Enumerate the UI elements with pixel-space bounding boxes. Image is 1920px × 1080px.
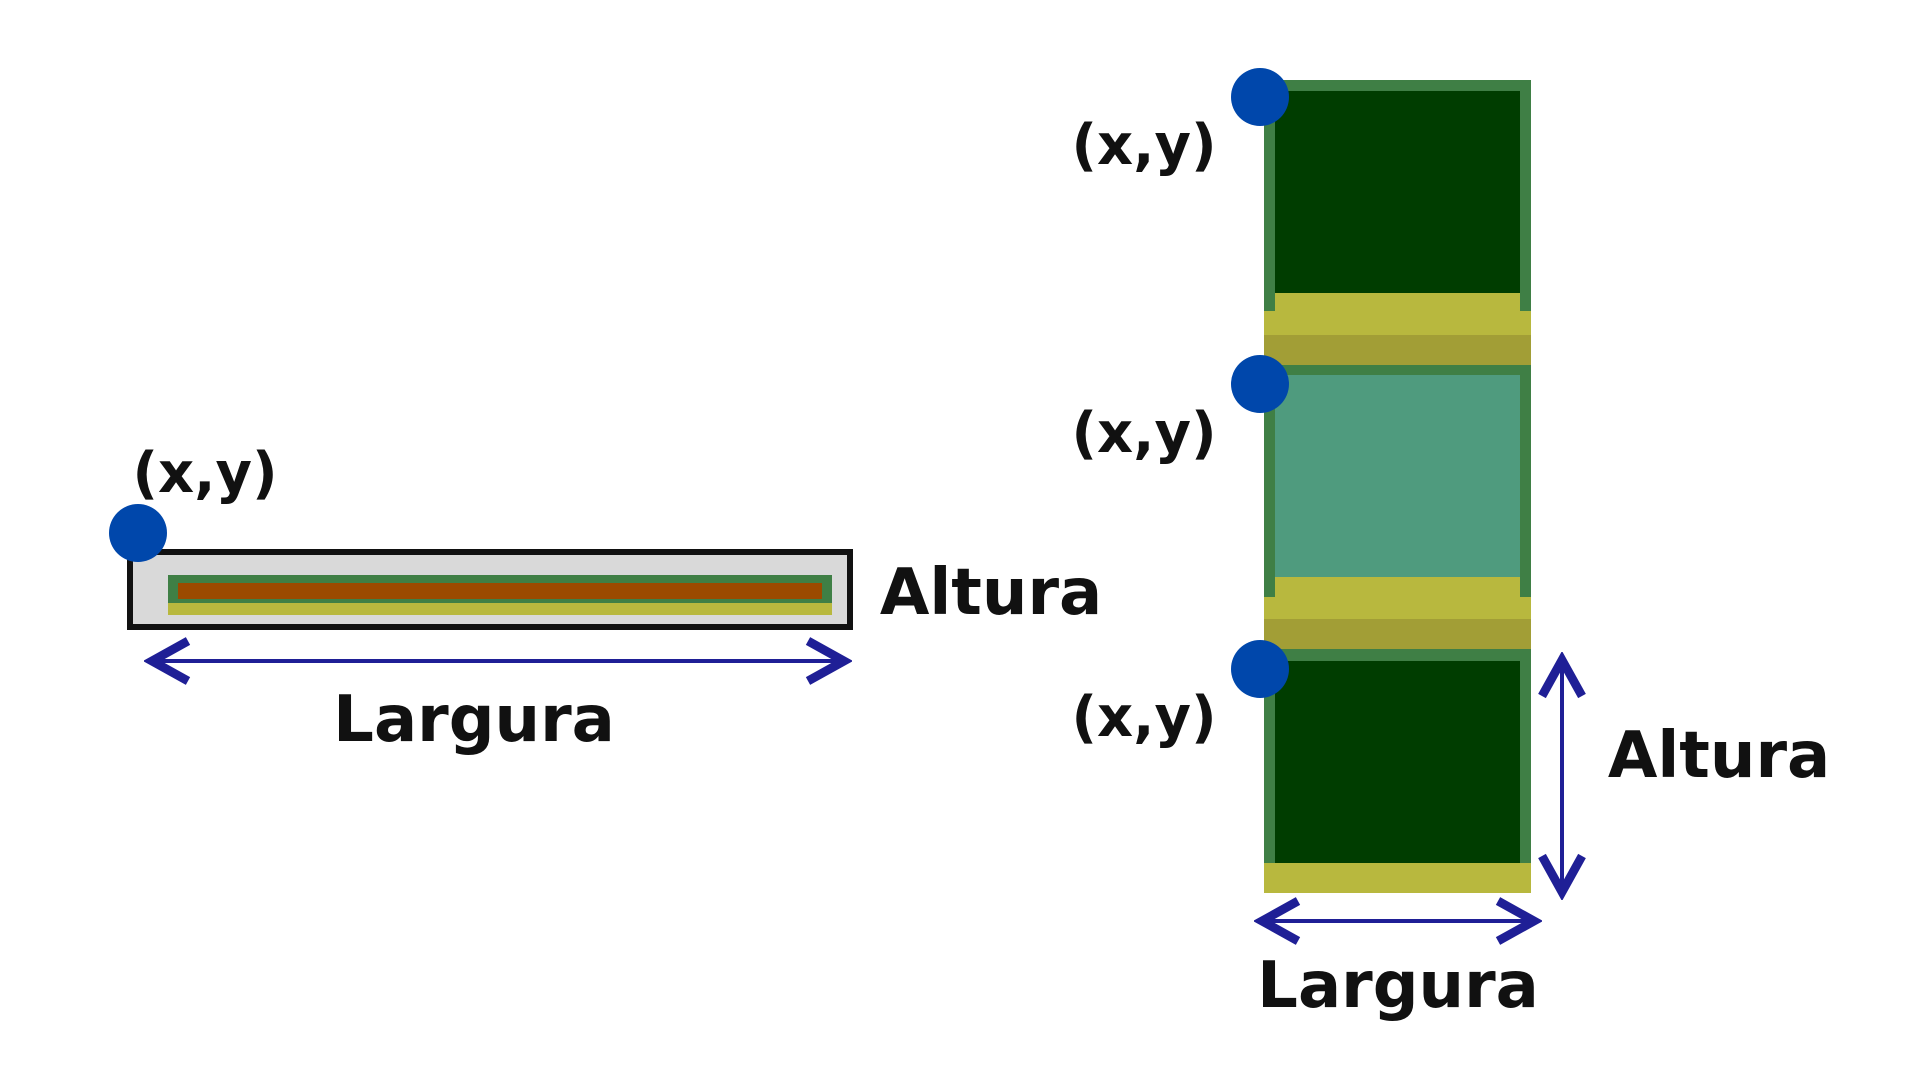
height-label-vertical: Altura xyxy=(1608,719,1830,793)
height-label-horizontal: Altura xyxy=(880,556,1102,630)
width-label-vertical: Largura xyxy=(1257,949,1539,1023)
origin-point-horizontal xyxy=(109,504,167,562)
coordinate-label-bottom: (x,y) xyxy=(1071,685,1216,750)
middle-cell-teal xyxy=(1275,375,1520,577)
horizontal-component xyxy=(127,549,853,630)
bottom-cell-dark xyxy=(1275,661,1520,863)
copper-layer xyxy=(178,583,822,599)
middle-yellow-band-wide xyxy=(1264,597,1531,619)
origin-point-bottom xyxy=(1231,640,1289,698)
width-label-horizontal: Largura xyxy=(333,683,615,757)
top-cell-dark xyxy=(1275,91,1520,293)
coordinate-label-middle: (x,y) xyxy=(1071,401,1216,466)
coordinate-label-horizontal: (x,y) xyxy=(132,441,277,506)
top-yellow-band-shade xyxy=(1264,335,1531,365)
top-yellow-band-wide xyxy=(1264,311,1531,335)
vertical-stack xyxy=(1264,80,1531,893)
bottom-yellow-band xyxy=(1264,863,1531,893)
coordinate-label-top: (x,y) xyxy=(1071,113,1216,178)
origin-point-middle xyxy=(1231,355,1289,413)
middle-yellow-band-shade xyxy=(1264,619,1531,649)
origin-point-top xyxy=(1231,68,1289,126)
